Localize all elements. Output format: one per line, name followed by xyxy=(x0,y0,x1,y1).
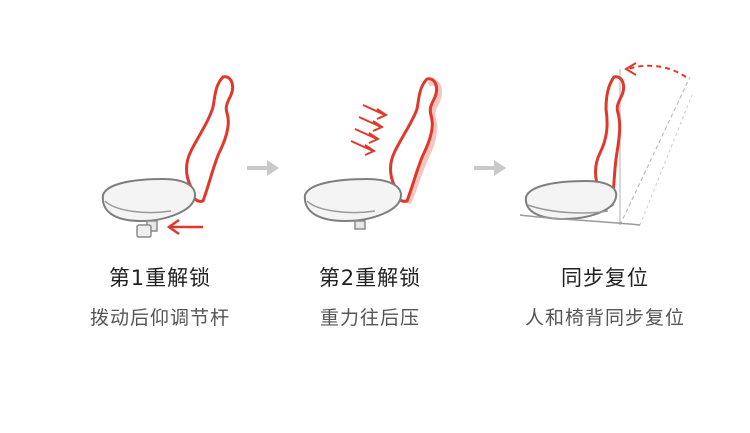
step-2: 第2重解锁 重力往后压 xyxy=(255,0,485,433)
step-3: 同步复位 人和椅背同步复位 xyxy=(490,0,720,433)
step-title: 第1重解锁 xyxy=(108,266,212,290)
step-title: 第2重解锁 xyxy=(318,266,422,290)
return-arc-icon xyxy=(624,62,687,78)
next-arrow-icon xyxy=(247,160,279,176)
lever-icon xyxy=(136,224,152,238)
chair-seat-icon xyxy=(303,77,442,230)
step-1: 第1重解锁 拨动后仰调节杆 xyxy=(45,0,275,433)
step-subtitle: 拨动后仰调节杆 xyxy=(89,307,230,329)
chair-seat-icon xyxy=(101,75,235,238)
push-arrows-icon xyxy=(350,104,389,156)
step-subtitle: 重力往后压 xyxy=(319,307,420,329)
next-arrow-icon xyxy=(474,160,506,176)
step-title: 同步复位 xyxy=(561,266,649,290)
step-subtitle: 人和椅背同步复位 xyxy=(524,307,685,329)
chair-seat-icon xyxy=(519,62,693,226)
